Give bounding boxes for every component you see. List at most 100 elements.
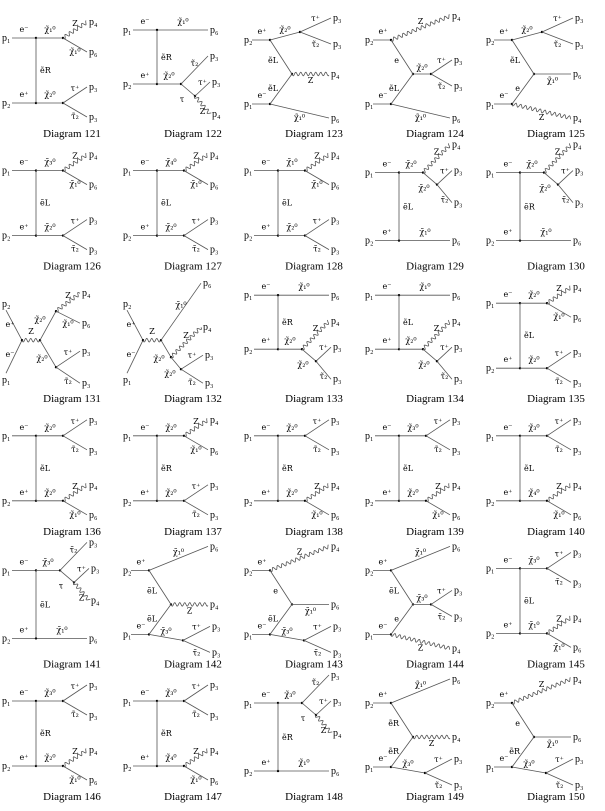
particle-label: e⁻ <box>262 690 271 699</box>
particle-label: χ̃₃⁰ <box>44 158 55 167</box>
particle-label: Z <box>556 284 562 293</box>
boson-wavy-line <box>412 734 451 740</box>
momentum-label: p₂ <box>365 565 374 576</box>
particle-label: χ̃₂⁰ <box>279 25 290 34</box>
momentum-label: p₄ <box>89 745 98 756</box>
particle-label: χ̃₂⁰ <box>418 184 429 193</box>
particle-label: e⁺ <box>127 320 136 329</box>
boson-wavy-line <box>194 95 212 115</box>
particle-label: e⁺ <box>258 27 267 36</box>
particle-label: Z <box>555 148 561 157</box>
momentum-label: p₄ <box>331 69 340 80</box>
particle-label: τ⁺ <box>71 84 80 93</box>
momentum-label: p₆ <box>452 674 461 685</box>
particle-label: τ̃₂ <box>556 781 564 790</box>
particle-label: e⁻ <box>20 688 29 697</box>
boson-wavy-line <box>304 152 329 172</box>
particle-label: χ̃₂⁰ <box>165 488 176 497</box>
diagram-caption: Diagram 125 <box>527 128 585 140</box>
fermion-line <box>126 340 144 374</box>
boson-wavy-line <box>73 582 91 601</box>
momentum-label: p₁ <box>244 166 253 177</box>
boson-wavy-line <box>315 714 333 734</box>
propagator-label: ẽL <box>524 331 535 340</box>
propagator-line <box>390 736 414 768</box>
momentum-label: p₂ <box>486 236 495 247</box>
boson-wavy-line <box>422 319 451 351</box>
propagator-label: ẽR <box>40 66 52 75</box>
fermion-line <box>180 55 209 85</box>
diagram-caption: Diagram 123 <box>285 128 343 140</box>
momentum-label: p₂ <box>365 236 374 247</box>
momentum-label: p₄ <box>452 732 461 743</box>
particle-label: e⁺ <box>262 223 271 232</box>
particle-label: τ⁺ <box>440 167 449 176</box>
propagator-label: ẽR <box>282 464 294 473</box>
momentum-label: p₂ <box>123 231 132 242</box>
particle-label: Z <box>297 547 303 556</box>
propagator-line <box>511 73 535 105</box>
particle-label: χ̃₂⁰ <box>36 354 47 363</box>
particle-label: χ̃₁⁰ <box>547 739 558 748</box>
fermion-line <box>436 170 453 185</box>
propagator-label: ẽR <box>282 733 294 742</box>
particle-label: Z <box>435 482 441 491</box>
particle-label: e⁺ <box>383 228 392 237</box>
particle-label: e⁺ <box>504 355 513 364</box>
particle-label: Z <box>314 482 320 491</box>
fermion-line <box>59 542 88 571</box>
momentum-label: p₃ <box>575 13 584 24</box>
boson-wavy-line <box>170 602 209 607</box>
boson-wavy-line <box>21 337 41 343</box>
particle-label: χ̃₁⁰ <box>553 312 564 321</box>
momentum-label: p₆ <box>203 278 212 289</box>
particle-label: τ̃₂ <box>191 59 199 68</box>
fermion-line <box>73 568 90 583</box>
momentum-label: p₃ <box>575 39 584 50</box>
momentum-label: p₃ <box>575 166 584 177</box>
boson-wavy-line <box>62 152 87 172</box>
particle-label: χ̃₃⁰ <box>528 423 539 432</box>
fermion-line <box>436 360 453 380</box>
propagator-line <box>269 570 293 605</box>
momentum-label: p₁ <box>123 166 132 177</box>
diagram-caption: Diagram 131 <box>43 393 101 405</box>
particle-label: τ <box>59 581 64 590</box>
momentum-label: p₆ <box>331 113 340 124</box>
momentum-label: p₂ <box>244 344 253 355</box>
particle-label: τ̃₂ <box>555 377 563 386</box>
particle-label: χ̃₂⁰ <box>521 25 532 34</box>
fermion-line <box>182 640 211 653</box>
particle-label: χ̃₂⁰ <box>164 369 175 378</box>
momentum-label: p₁ <box>2 33 11 44</box>
fermion-line <box>304 235 330 250</box>
particle-label: χ̃₁⁰ <box>311 180 322 189</box>
fermion-line <box>55 350 81 368</box>
momentum-label: p₁ <box>365 431 374 442</box>
fermion-line <box>126 310 144 341</box>
diagram-caption: Diagram 150 <box>527 791 585 803</box>
particle-label: Z <box>556 482 562 491</box>
diagram-caption: Diagram 122 <box>164 128 222 140</box>
momentum-label: p₄ <box>333 728 342 739</box>
particle-label: e⁺ <box>137 557 146 566</box>
momentum-label: p₄ <box>331 316 340 327</box>
particle-label: e⁻ <box>20 423 29 432</box>
fermion-line <box>39 311 57 341</box>
propagator-label: ẽL <box>40 199 51 208</box>
particle-label: χ̃₂⁰ <box>286 488 297 497</box>
particle-label: τ̃₂ <box>435 781 443 790</box>
fermion-line <box>62 500 88 516</box>
momentum-label: p₆ <box>331 290 340 301</box>
particle-label: χ̃₁⁰ <box>69 47 80 56</box>
momentum-label: p₁ <box>123 25 132 36</box>
fermion-line <box>315 360 332 380</box>
particle-label: χ̃₁⁰ <box>415 547 426 556</box>
particle-label: τ⁺ <box>440 343 449 352</box>
particle-label: e⁺ <box>383 488 392 497</box>
momentum-label: p₃ <box>573 377 582 388</box>
boson-wavy-line <box>390 14 450 42</box>
particle-label: Z <box>321 726 327 735</box>
